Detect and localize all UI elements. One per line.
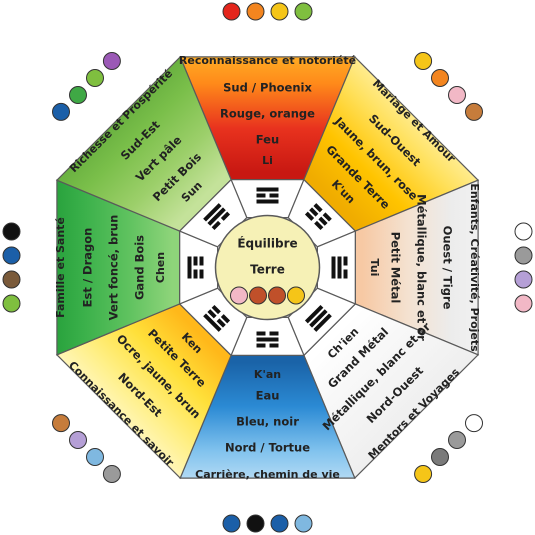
sector-west-line-4: Gand Bois <box>133 235 147 300</box>
color-dot-south-east-2 <box>448 431 466 449</box>
sector-north-line-4: Feu <box>256 133 279 147</box>
color-dot-south-east-4 <box>414 465 433 483</box>
color-dot-north-west-2 <box>69 86 87 104</box>
color-dot-north-3 <box>270 2 289 21</box>
trigram-south <box>256 331 279 348</box>
sector-north-line-2: Sud / Phoenix <box>223 81 312 95</box>
color-dot-east-2 <box>514 246 533 265</box>
sector-west-line-3: Vert foncé, brun <box>107 215 121 321</box>
color-dot-west-1 <box>2 294 21 313</box>
color-dot-south-1 <box>294 514 313 533</box>
color-dot-north-east-3 <box>448 86 466 104</box>
trigram-west <box>187 256 204 279</box>
color-dot-south-4 <box>222 514 241 533</box>
color-dot-north-4 <box>294 2 313 21</box>
trigram-north-east <box>304 203 332 231</box>
center-color-dot-4 <box>287 286 305 305</box>
color-dot-east-1 <box>514 222 533 241</box>
sector-west-line-5: Chen <box>154 252 167 283</box>
color-dot-north-1 <box>222 2 241 21</box>
trigram-layer <box>187 187 348 348</box>
sector-south-line-5: K'an <box>254 368 281 381</box>
sector-west-line-2: Est / Dragon <box>81 228 95 308</box>
sector-east-line-3: Métallique, blanc et or <box>415 194 429 341</box>
sector-south-line-4: Eau <box>256 389 280 403</box>
sector-west-line-1: Famille et Santé <box>54 217 67 318</box>
color-dot-south-west-4 <box>52 414 70 433</box>
color-dot-south-2 <box>270 514 289 533</box>
color-dot-south-3 <box>246 514 265 533</box>
center-label-1: Équilibre <box>237 236 297 251</box>
center-color-dot-2 <box>249 286 267 305</box>
sector-north-line-5: Li <box>262 154 273 167</box>
sector-north-line-1: Reconnaissance et notoriété <box>179 54 356 67</box>
sector-south-line-2: Nord / Tortue <box>225 441 310 455</box>
sector-south-line-1: Carrière, chemin de vie <box>195 468 340 481</box>
sector-south-line-3: Bleu, noir <box>236 415 299 429</box>
trigram-south-east <box>304 304 332 332</box>
color-dot-south-east-3 <box>431 448 449 466</box>
color-dot-north-west-3 <box>86 69 104 87</box>
center-color-dot-1 <box>230 286 248 305</box>
color-dot-north-east-4 <box>465 102 483 121</box>
color-dot-east-3 <box>514 270 533 289</box>
color-dot-south-east-1 <box>465 414 483 433</box>
color-dot-south-west-3 <box>69 431 87 449</box>
sector-east-line-5: Tui <box>368 259 381 277</box>
sector-north-line-3: Rouge, orange <box>220 107 315 121</box>
color-dot-north-east-1 <box>414 52 433 70</box>
color-dot-north-2 <box>246 2 265 21</box>
sector-east-line-2: Ouest / Tigre <box>441 226 455 310</box>
color-dot-south-west-2 <box>86 448 104 466</box>
center-label-2: Terre <box>250 263 285 277</box>
trigram-north <box>256 187 279 204</box>
color-dot-north-east-2 <box>431 69 449 87</box>
trigram-east <box>331 256 348 279</box>
color-dot-east-4 <box>514 294 533 313</box>
trigram-south-west <box>203 304 231 332</box>
color-dot-south-west-1 <box>102 465 121 483</box>
center-color-dot-3 <box>268 286 286 305</box>
color-dot-west-3 <box>2 246 21 265</box>
trigram-north-west <box>203 203 231 231</box>
color-dot-west-2 <box>2 270 21 289</box>
color-dot-north-west-1 <box>52 102 70 121</box>
color-dot-north-west-4 <box>102 52 121 70</box>
color-dot-west-4 <box>2 222 21 241</box>
sector-east-line-1: Enfants, Créativité, Projets <box>468 183 481 352</box>
sector-east-line-4: Petit Métal <box>389 232 403 304</box>
